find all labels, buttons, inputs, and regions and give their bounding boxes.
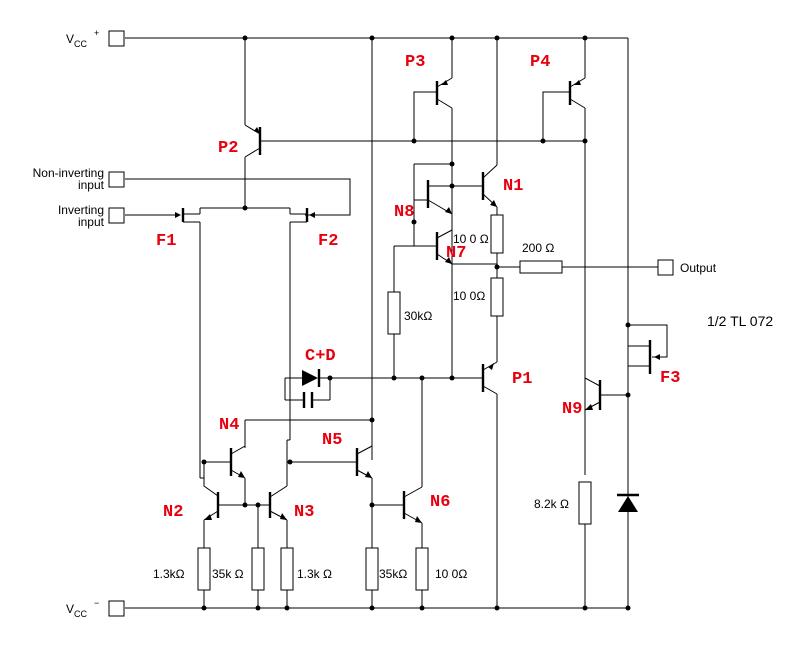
resistor-output [497,260,658,274]
non-inverting-label-line2: input [78,178,105,192]
resistor-30k [387,246,401,378]
resistor-n6-emitter [415,547,429,608]
inverting-label-line1: Inverting [58,203,104,217]
label-p2: P2 [218,139,238,158]
transistor-n9 [584,377,628,411]
resistor-n3-emitter [280,547,294,608]
svg-text:V: V [66,32,74,46]
transistor-labels: P3 P4 P2 N1 N8 N7 F1 F2 C+D P1 F3 N9 N4 … [156,53,680,522]
transistor-p3 [413,77,453,380]
resistor-n2-emitter [197,547,211,608]
resistor-35k-b [365,547,379,608]
label-r-n9: 8.2k Ω [534,497,569,511]
transistor-f2 [289,208,315,440]
label-f3: F3 [660,369,680,388]
label-r-30k: 30kΩ [404,309,432,323]
resistor-p1-emitter [490,277,504,362]
label-n7: N7 [446,244,466,263]
label-r-35k-b: 35kΩ [379,567,407,581]
non-inverting-input-terminal [108,171,125,188]
label-cd: C+D [305,347,336,366]
label-n8: N8 [394,203,414,222]
transistor-n8 [413,163,453,222]
capacitor-diode [284,369,331,408]
inverting-label-line2: input [78,215,105,229]
chip-title: 1/2 TL 072 [707,313,773,329]
transistor-f3 [628,324,668,374]
backbone-wiring [371,38,629,608]
output-label: Output [680,261,717,275]
label-r-n3-emitter: 1.3k Ω [297,567,332,581]
n2-collector-wire [200,477,219,497]
transistor-n2 [203,492,220,548]
svg-text:−: − [94,598,99,608]
label-n4: N4 [219,416,239,435]
vcc-minus-terminal [108,600,125,617]
label-r-n6-emitter: 10 0Ω [435,567,467,581]
label-n6: N6 [430,493,450,512]
label-r-35k-a: 35k Ω [212,567,244,581]
transistor-n5 [290,420,373,548]
transistor-p2 [244,38,585,208]
label-p4: P4 [530,53,550,72]
label-p3: P3 [405,53,425,72]
junction-dots [201,35,631,611]
resistor-35k-a [251,547,265,608]
label-n3: N3 [294,503,314,522]
vcc-plus-label: V CC + [66,28,99,49]
transistor-n1 [452,164,498,208]
resistor-n9 [578,481,592,608]
label-n1: N1 [503,177,523,196]
label-f2: F2 [318,232,338,251]
vcc-plus-terminal [108,30,125,47]
svg-text:CC: CC [74,39,87,49]
non-inverting-label-line1: Non-inverting [33,166,104,180]
label-n5: N5 [322,431,342,450]
svg-text:CC: CC [74,609,87,619]
transistor-p1 [330,361,498,608]
label-r-p1-emitter: 10 0Ω [453,289,485,303]
label-r-n1-emitter: 10 0 Ω [453,232,489,246]
svg-text:V: V [66,602,74,616]
label-f1: F1 [156,232,176,251]
transistor-n4 [204,419,372,505]
transistor-n3 [268,440,288,548]
transistor-n6 [372,378,423,548]
label-n9: N9 [562,400,582,419]
input-wiring [125,178,351,216]
zener-diode [617,493,639,512]
label-r-output: 200 Ω [522,241,554,255]
label-p1: P1 [512,370,532,389]
transistor-p4 [542,77,586,475]
label-r-n2-emitter: 1.3kΩ [153,567,185,581]
output-terminal [657,259,674,276]
transistor-n7 [394,222,497,265]
vcc-minus-label: V CC − [66,598,99,619]
inverting-input-terminal [108,207,125,224]
svg-text:+: + [94,28,99,38]
label-n2: N2 [163,503,183,522]
transistor-f1 [175,208,201,478]
